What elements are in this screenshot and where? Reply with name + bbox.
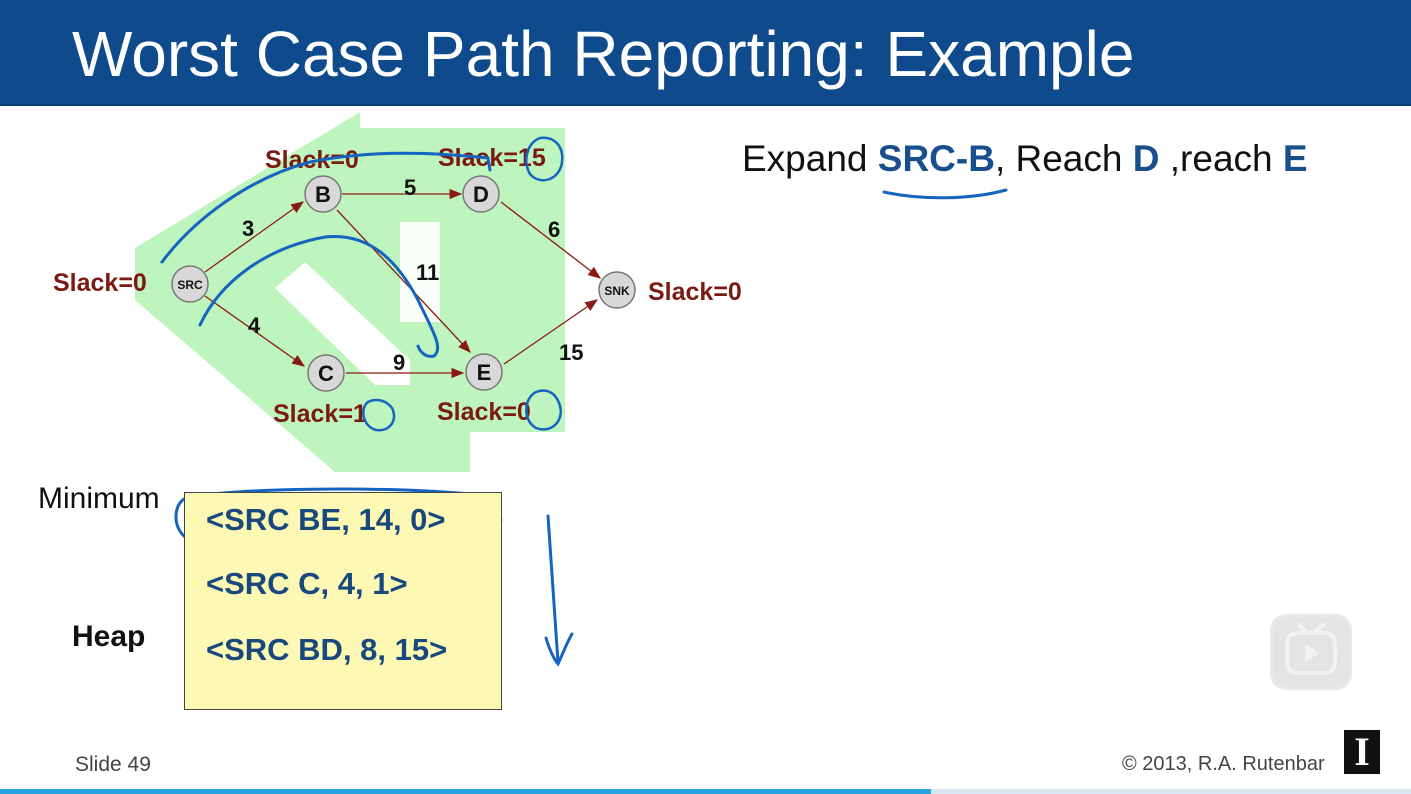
expand-src-b: SRC-B [877, 138, 995, 179]
node-e-label: E [477, 360, 492, 385]
highlight-band-cutout [275, 262, 410, 385]
node-c-label: C [318, 361, 334, 386]
heap-entry: <SRC BE, 14, 0> [206, 502, 446, 537]
ink-circle-slack-15 [525, 136, 564, 182]
video-player-badge[interactable] [1270, 614, 1352, 690]
slide-number: Slide 49 [75, 753, 151, 776]
slack-b: Slack=0 [265, 146, 359, 174]
slack-src: Slack=0 [53, 269, 147, 297]
expand-d: D [1132, 138, 1160, 179]
slack-e: Slack=0 [437, 398, 531, 426]
ink-path-src-b-e [198, 234, 440, 358]
heap-entry: <SRC BD, 8, 15> [206, 632, 448, 667]
highlight-band-cutout [400, 222, 440, 322]
node-snk: SNK [598, 271, 636, 309]
node-b: B [304, 175, 342, 213]
university-logo: I [1344, 730, 1380, 774]
video-progress-fill [0, 789, 932, 794]
slack-snk: Slack=0 [648, 278, 742, 306]
expand-mid2: ,reach [1159, 138, 1283, 179]
edge-e-snk [503, 299, 599, 365]
ink-path-src-b-d [160, 151, 492, 264]
copyright: © 2013, R.A. Rutenbar [1122, 753, 1325, 775]
weight-d-snk: 6 [548, 217, 560, 242]
ink-down-arrow [544, 514, 574, 667]
edge-src-c [204, 295, 306, 367]
slide-title: Worst Case Path Reporting: Example [72, 18, 1135, 90]
weight-src-b: 3 [242, 216, 254, 241]
expand-prefix: Expand [742, 138, 878, 179]
node-e: E [465, 353, 503, 391]
node-src: SRC [171, 265, 209, 303]
expand-mid1: , Reach [994, 138, 1133, 179]
weight-e-snk: 15 [559, 340, 583, 365]
expand-e: E [1282, 138, 1308, 179]
highlight-band [135, 112, 565, 472]
edge-d-snk [500, 201, 602, 279]
expand-instruction: Expand SRC-B, Reach D ,reach E [742, 136, 1308, 182]
heap-box [184, 492, 502, 710]
weight-c-e: 9 [393, 350, 405, 375]
heap-label: Heap [72, 620, 146, 653]
node-c: C [307, 354, 345, 392]
slack-c: Slack=1 [273, 400, 367, 428]
edge-src-b [204, 201, 305, 273]
ink-circle-slack-1 [362, 398, 396, 432]
ink-underline-src-b [882, 188, 1008, 200]
node-src-label: SRC [177, 278, 203, 292]
weight-src-c: 4 [248, 313, 261, 338]
node-b-label: B [315, 182, 331, 207]
edge-b-e [336, 209, 471, 353]
title-bar: Worst Case Path Reporting: Example [0, 0, 1411, 106]
node-snk-label: SNK [604, 284, 630, 298]
node-d: D [462, 175, 500, 213]
ink-circle-slack-0 [525, 389, 563, 431]
node-d-label: D [473, 182, 489, 207]
play-icon [1285, 623, 1337, 675]
heap-entry: <SRC C, 4, 1> [206, 566, 408, 601]
video-progress-bar[interactable] [0, 789, 1411, 794]
minimum-label: Minimum [38, 482, 160, 515]
weight-b-e: 11 [416, 260, 439, 285]
weight-b-d: 5 [404, 175, 416, 200]
